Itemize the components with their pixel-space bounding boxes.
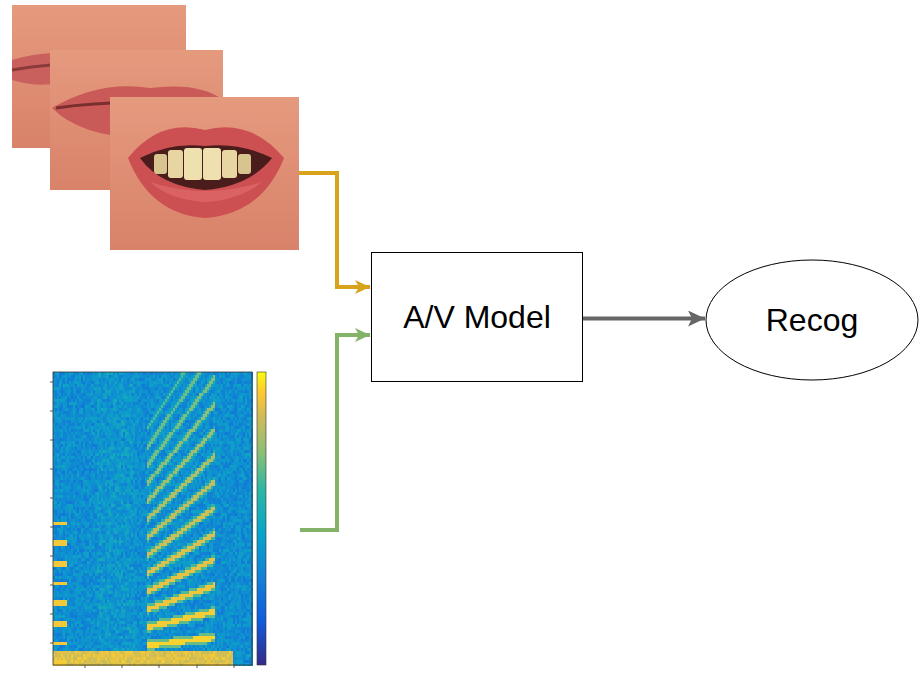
colorbar	[257, 372, 266, 665]
process-box: A/V Model	[371, 252, 583, 382]
audio-input-arrow	[300, 335, 370, 530]
plot-frame	[53, 372, 252, 665]
video-input-arrow	[299, 173, 370, 287]
axis-ticks	[50, 382, 234, 668]
spectrogram	[53, 372, 253, 666]
mouth-frame	[110, 97, 299, 250]
flow-arrow	[583, 317, 705, 321]
node-label: A/V Model	[403, 299, 551, 336]
output-ellipse: Recog	[705, 259, 919, 381]
node-label: Recog	[766, 302, 859, 339]
